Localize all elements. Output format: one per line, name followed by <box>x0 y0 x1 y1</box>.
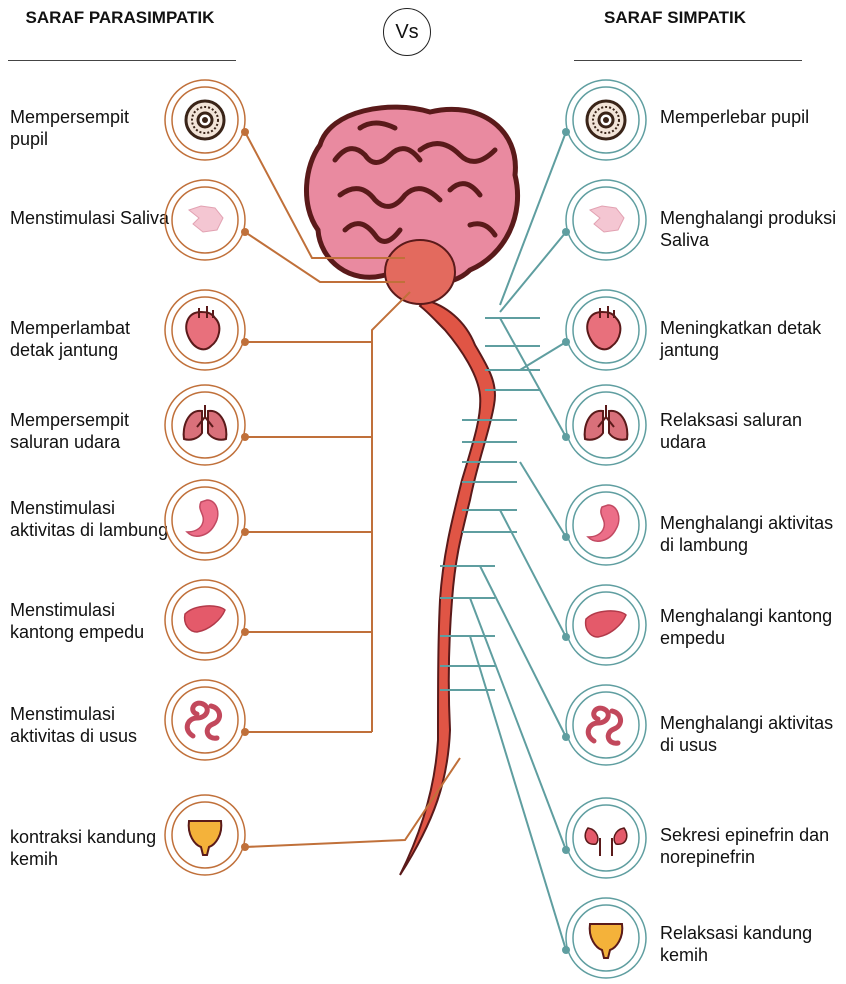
connector-dot <box>241 228 249 236</box>
connector-dot <box>562 733 570 741</box>
para-item-3 <box>165 385 249 465</box>
symp-nerve-bladder <box>470 636 566 950</box>
eye-icon <box>186 101 224 139</box>
brain <box>306 107 517 304</box>
symp-item-4 <box>562 485 646 565</box>
spinal-cord <box>400 300 495 875</box>
connector-dot <box>562 946 570 954</box>
symp-item-7 <box>562 798 646 878</box>
eye-icon <box>587 101 625 139</box>
symp-item-5 <box>562 585 646 665</box>
connector-dot <box>241 128 249 136</box>
connector-dot <box>241 528 249 536</box>
connector-dot <box>562 433 570 441</box>
inner-ring <box>573 392 639 458</box>
symp-item-1 <box>562 180 646 260</box>
symp-item-2 <box>562 290 646 370</box>
symp-nerve-gallbladder <box>500 510 566 637</box>
connector-dot <box>241 338 249 346</box>
symp-nerve-adrenal <box>470 598 566 850</box>
para-item-7 <box>165 795 249 875</box>
connector-dot <box>562 846 570 854</box>
connector-dot <box>241 433 249 441</box>
para-item-2 <box>165 290 249 370</box>
inner-ring <box>573 692 639 758</box>
symp-item-0 <box>562 80 646 160</box>
symp-item-3 <box>562 385 646 465</box>
para-item-5 <box>165 580 249 660</box>
sympathetic-icons <box>562 80 646 978</box>
para-vagus-trunk <box>372 292 410 732</box>
symp-nerve-stomach <box>520 462 566 537</box>
connector-dot <box>562 633 570 641</box>
brainstem <box>385 240 455 304</box>
connector-dot <box>241 628 249 636</box>
symp-item-6 <box>562 685 646 765</box>
symp-item-8 <box>562 898 646 978</box>
inner-ring <box>172 687 238 753</box>
para-item-1 <box>165 180 249 260</box>
para-item-0 <box>165 80 249 160</box>
para-item-4 <box>165 480 249 560</box>
connector-dot <box>241 728 249 736</box>
connector-dot <box>562 338 570 346</box>
inner-ring <box>172 392 238 458</box>
para-item-6 <box>165 680 249 760</box>
symp-nerve-saliva <box>500 232 566 312</box>
connector-dot <box>241 843 249 851</box>
connector-dot <box>562 533 570 541</box>
connector-dot <box>562 228 570 236</box>
parasympathetic-icons <box>165 80 249 875</box>
connector-dot <box>562 128 570 136</box>
inner-ring <box>573 805 639 871</box>
